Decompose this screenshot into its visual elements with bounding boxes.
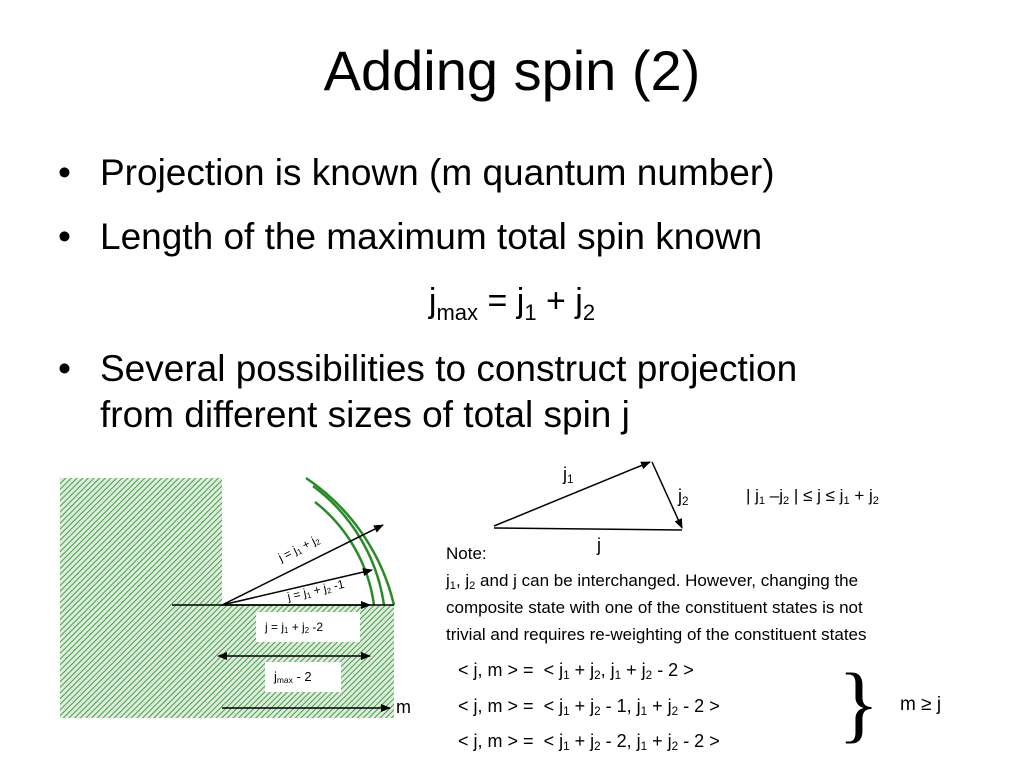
bullet-text: Length of the maximum total spin known <box>100 216 763 257</box>
slide-title: Adding spin (2) <box>323 39 701 102</box>
label-box-jmax-minus-2 <box>265 662 341 692</box>
bullet-text: from different sizes of total spin j <box>100 394 630 435</box>
label-j-equals-j1-plus-j2-minus-2: j = j1 + j2 -2 <box>265 620 324 635</box>
arc-middle <box>312 484 386 606</box>
state-row-1: < j, m > = < j1 + j2, j1 + j2 - 2 > <box>458 660 694 682</box>
label-jmax-minus-2: jmax - 2 <box>274 669 312 686</box>
vector-j-minus-1 <box>221 568 373 606</box>
label-j2: j2 <box>678 486 689 508</box>
triangle-j <box>493 527 683 531</box>
triangle-j1 <box>493 461 651 527</box>
note-heading: Note: <box>446 544 487 563</box>
condition-m-ge-j: m ≥ j <box>900 694 942 715</box>
note-line-2: composite state with one of the constitu… <box>446 598 863 617</box>
triangle-inequality: | j1 –j2 | ≤ j ≤ j1 + j2 <box>746 486 879 507</box>
note-line-3: trivial and requires re-weighting of the… <box>446 625 867 644</box>
label-box-j-minus-2 <box>256 612 360 642</box>
label-m-axis: m <box>396 697 411 717</box>
state-row-3: < j, m > = < j1 + j2 - 2, j1 + j2 - 2 > <box>458 731 720 753</box>
bullet-text: Several possibilities to construct proje… <box>100 348 798 389</box>
bullet-dot: • <box>58 216 71 257</box>
vector-j-max <box>221 524 384 606</box>
arc-inner <box>314 501 376 606</box>
triangle-j2 <box>651 461 683 529</box>
label-j1: j1 <box>563 464 574 486</box>
note-line-1: j1, j2 and j can be interchanged. Howeve… <box>446 571 859 592</box>
state-row-2: < j, m > = < j1 + j2 - 1, j1 + j2 - 2 > <box>458 696 720 718</box>
arc-outer <box>305 476 396 606</box>
right-brace: } <box>838 655 880 751</box>
bullet-text: Projection is known (m quantum number) <box>100 152 775 193</box>
note-block: Note: j1, j2 and j can be interchanged. … <box>446 540 867 648</box>
jmax-equation: jmax = j1 + j2 <box>428 282 596 325</box>
bullet-dot: • <box>58 348 71 389</box>
label-j: j <box>597 535 601 555</box>
bullet-dot: • <box>58 152 71 193</box>
